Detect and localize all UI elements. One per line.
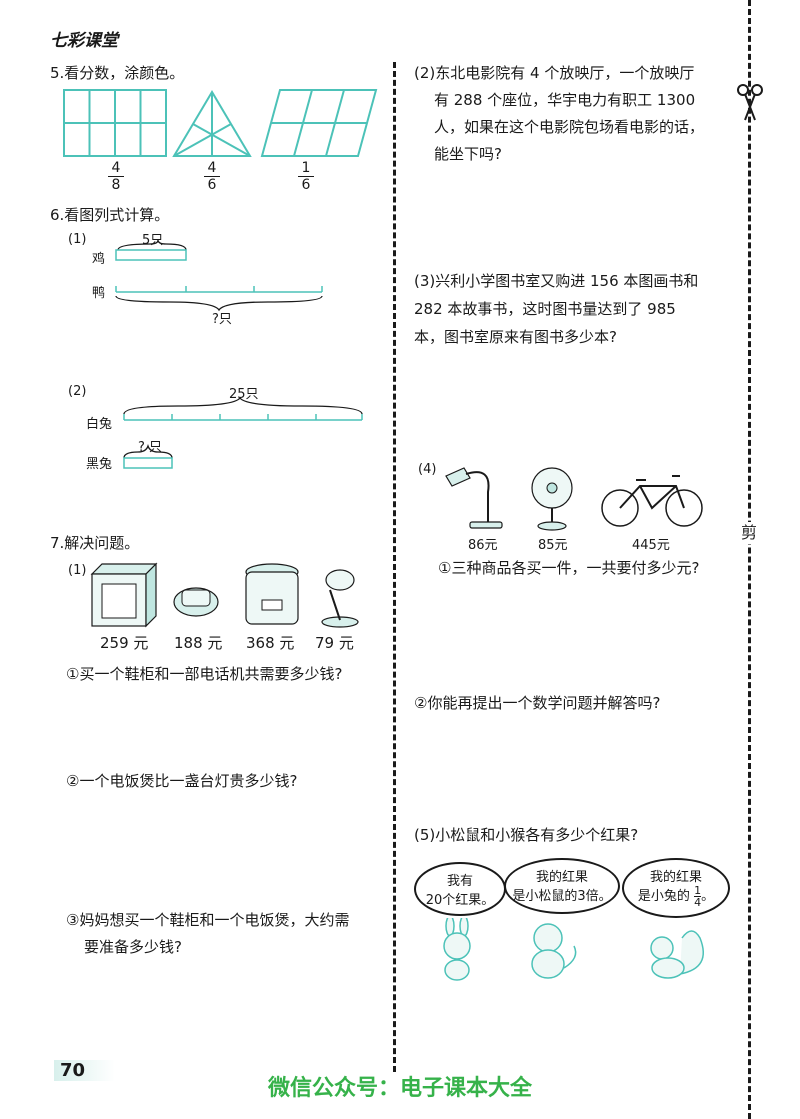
cut-label-char: 剪 bbox=[739, 522, 759, 544]
speech-bubble-monkey: 我的红果 是小松鼠的3倍。 bbox=[504, 858, 620, 914]
q7-1-q2: ②一个电饭煲比一盏台灯贵多少钱? bbox=[66, 772, 298, 790]
q6-2-diagram bbox=[123, 396, 363, 469]
q7-1-q3-line2: 要准备多少钱? bbox=[84, 938, 182, 956]
q7-2-line2: 有 288 个座位，华宇电力有职工 1300 bbox=[434, 91, 696, 109]
q6-1-chicken: 鸡 bbox=[92, 252, 106, 267]
q6-1-label: (1) bbox=[68, 232, 87, 247]
q7-5-animals bbox=[443, 918, 704, 981]
q6-1-diagram bbox=[115, 240, 323, 312]
shape-rectangle-eighths bbox=[63, 89, 167, 157]
cut-line bbox=[748, 0, 751, 1119]
q6-2-white: 白兔 bbox=[86, 417, 113, 432]
squirrel-icon bbox=[650, 930, 704, 979]
q7-4-q1: ①三种商品各买一件，一共要付多少元? bbox=[438, 559, 700, 577]
q7-4-price-lamp: 86元 bbox=[468, 538, 498, 553]
q7-1-q1: ①买一个鞋柜和一部电话机共需要多少钱? bbox=[66, 665, 343, 683]
bicycle-icon bbox=[601, 475, 703, 527]
q7-4-label: (4) bbox=[418, 462, 437, 477]
q7-4-price-fan: 85元 bbox=[538, 538, 568, 553]
q7-1-price-cooker: 368 元 bbox=[246, 634, 295, 652]
header-logo: 七彩课堂 bbox=[50, 31, 118, 51]
q7-3-line3: 本，图书室原来有图书多少本? bbox=[414, 328, 617, 346]
q5-shapes bbox=[63, 89, 378, 157]
desk-lamp-icon bbox=[321, 569, 359, 628]
q7-1-q3-line1: ③妈妈想买一个鞋柜和一个电饭煲，大约需 bbox=[66, 911, 350, 929]
speech-bubble-squirrel: 我的红果 是小兔的 1 4 。 bbox=[622, 858, 730, 918]
q7-2-line4: 能坐下吗? bbox=[434, 145, 502, 163]
q7-4-q2: ②你能再提出一个数学问题并解答吗? bbox=[414, 694, 661, 712]
q7-1-label: (1) bbox=[68, 563, 87, 578]
q7-4-products bbox=[445, 467, 703, 531]
telephone-icon bbox=[173, 587, 219, 617]
q6-2-label: (2) bbox=[68, 384, 87, 399]
q7-5-title: (5)小松鼠和小猴各有多少个红果? bbox=[414, 826, 639, 844]
q6-title: 6.看图列式计算。 bbox=[50, 206, 170, 224]
q6-1-bottom-label: ?只 bbox=[212, 312, 232, 327]
q7-title: 7.解决问题。 bbox=[50, 534, 140, 552]
q6-1-duck: 鸭 bbox=[92, 286, 106, 301]
q6-2-black: 黑兔 bbox=[86, 457, 113, 472]
page-number: 70 bbox=[54, 1060, 116, 1081]
q7-1-price-lamp: 79 元 bbox=[315, 634, 354, 652]
monkey-icon bbox=[531, 923, 577, 979]
shape-parallelogram-sixths bbox=[260, 89, 378, 157]
shape-triangle-sixths bbox=[172, 90, 252, 157]
column-divider bbox=[393, 62, 396, 1072]
q7-1-products bbox=[90, 562, 359, 628]
rice-cooker-icon bbox=[245, 563, 299, 625]
q6-2-top-label: 25只 bbox=[229, 387, 259, 402]
scissors-icon bbox=[737, 84, 763, 121]
q7-2-line3: 人，如果在这个电影院包场看电影的话， bbox=[434, 118, 705, 136]
desk-lamp-icon bbox=[445, 467, 503, 529]
q7-1-price-phone: 188 元 bbox=[174, 634, 223, 652]
footer-watermark: 微信公众号：电子课本大全 bbox=[267, 1076, 532, 1101]
shoe-cabinet-icon bbox=[90, 562, 158, 628]
rabbit-icon bbox=[443, 918, 471, 981]
q7-1-price-cabinet: 259 元 bbox=[100, 634, 149, 652]
q7-4-price-bicycle: 445元 bbox=[632, 538, 670, 553]
q7-3-line2: 282 本故事书，这时图书量达到了 985 bbox=[414, 300, 676, 318]
speech-bubble-rabbit: 我有 20个红果。 bbox=[414, 862, 506, 916]
fan-icon bbox=[531, 467, 573, 531]
q5-title: 5.看分数，涂颜色。 bbox=[50, 64, 185, 82]
q7-3-line1: (3)兴利小学图书室又购进 156 本图画书和 bbox=[414, 272, 699, 290]
q7-2-line1: (2)东北电影院有 4 个放映厅，一个放映厅 bbox=[414, 64, 695, 82]
